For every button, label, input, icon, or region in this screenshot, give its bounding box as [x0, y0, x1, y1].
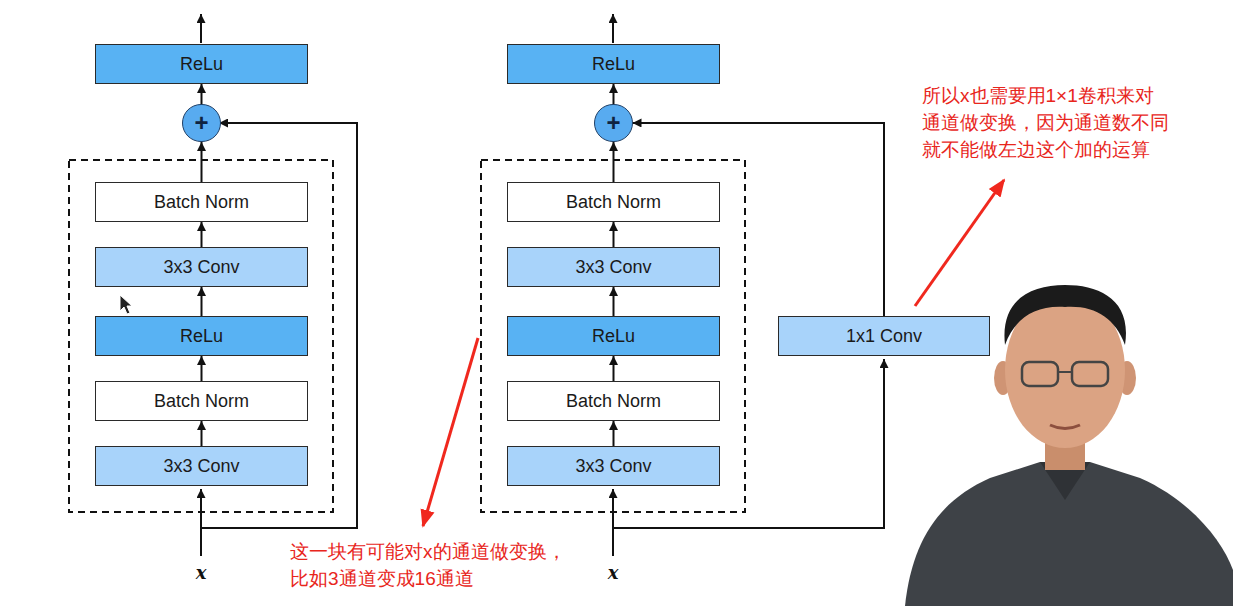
layer-box: ReLu	[95, 316, 308, 356]
annotation-note: 所以x也需要用1×1卷积来对 通道做变换，因为通道数不同 就不能做左边这个加的运…	[922, 82, 1222, 163]
layer-box: Batch Norm	[95, 381, 308, 421]
flow-arrow	[201, 142, 203, 182]
glasses-lens	[1022, 362, 1058, 386]
flow-arrow	[613, 142, 615, 182]
box-label: 3x3 Conv	[575, 456, 651, 477]
shirt	[905, 462, 1233, 606]
box-label: Batch Norm	[154, 192, 249, 213]
layer-box: 3x3 Conv	[95, 446, 308, 486]
flow-arrow	[612, 84, 614, 104]
box-label: ReLu	[180, 326, 223, 347]
hair	[1004, 285, 1126, 345]
layer-box: ReLu	[95, 44, 308, 84]
flow-arrow	[613, 421, 615, 446]
layer-box: ReLu	[507, 44, 720, 84]
residual-block-frame	[481, 160, 745, 512]
box-label: ReLu	[592, 54, 635, 75]
box-label: ReLu	[180, 54, 223, 75]
box-label: 3x3 Conv	[163, 257, 239, 278]
layer-box: 3x3 Conv	[507, 446, 720, 486]
glasses-bridge	[1058, 371, 1072, 373]
layer-box: Batch Norm	[95, 182, 308, 222]
layer-box: Batch Norm	[507, 381, 720, 421]
box-label: 3x3 Conv	[163, 456, 239, 477]
sum-circle: +	[182, 104, 220, 142]
flow-arrow	[201, 287, 203, 316]
input-symbol: x	[608, 562, 619, 583]
flow-arrow	[201, 222, 203, 247]
input-arrow	[200, 489, 202, 556]
input-arrow	[612, 489, 614, 556]
layer-box: 1x1 Conv	[778, 316, 990, 356]
box-label: 1x1 Conv	[846, 326, 922, 347]
residual-block-frame	[69, 160, 333, 512]
output-arrow	[612, 14, 614, 43]
layer-box: 3x3 Conv	[95, 247, 308, 287]
mouse-cursor	[120, 295, 132, 314]
annotation-note: 这一块有可能对x的通道做变换， 比如3通道变成16通道	[290, 538, 620, 592]
input-symbol: x	[196, 562, 207, 583]
layer-box: ReLu	[507, 316, 720, 356]
glasses-lens	[1072, 362, 1108, 386]
callout-arrow	[423, 338, 478, 526]
box-label: +	[606, 111, 620, 135]
box-label: 3x3 Conv	[575, 257, 651, 278]
box-label: Batch Norm	[566, 391, 661, 412]
layer-box: 3x3 Conv	[507, 247, 720, 287]
output-arrow	[200, 14, 202, 43]
flow-arrow	[613, 356, 615, 381]
flow-arrow	[201, 421, 203, 446]
flow-arrow	[201, 356, 203, 381]
box-label: ReLu	[592, 326, 635, 347]
callout-arrow	[915, 180, 1004, 306]
box-label: +	[194, 111, 208, 135]
flow-arrow	[613, 287, 615, 316]
sum-circle: +	[594, 104, 632, 142]
mouth	[1050, 425, 1080, 429]
layer-box: Batch Norm	[507, 182, 720, 222]
flow-arrow	[613, 222, 615, 247]
flow-arrow	[200, 84, 202, 104]
box-label: Batch Norm	[154, 391, 249, 412]
box-label: Batch Norm	[566, 192, 661, 213]
